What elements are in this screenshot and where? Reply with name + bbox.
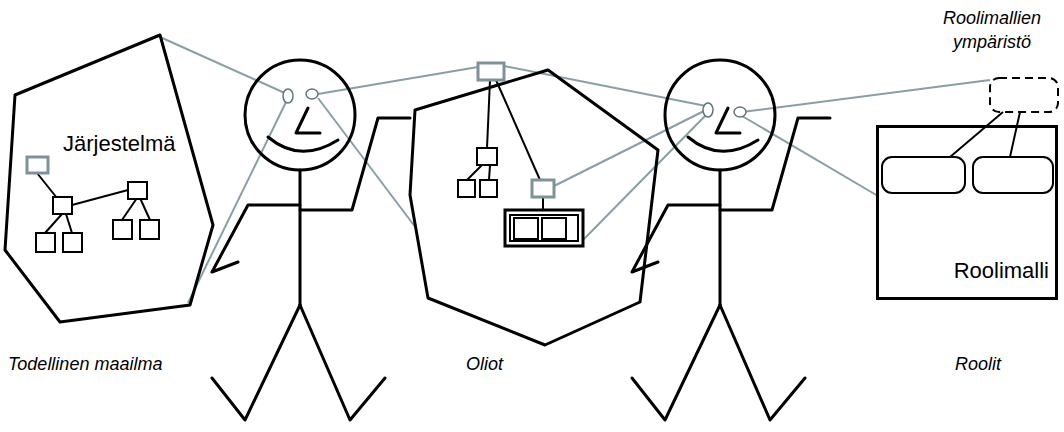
- system-region: Järjestelmä: [3, 33, 218, 325]
- stick-figure-left: [212, 60, 410, 420]
- role-model-structure: [882, 78, 1058, 193]
- node-label: Järjestelmä: [63, 130, 175, 158]
- object-world-outline: [410, 70, 658, 345]
- column-caption: Roolit: [955, 352, 1001, 376]
- column-caption: Oliot: [466, 352, 503, 376]
- eyes: [283, 89, 746, 117]
- region-outline: [3, 33, 218, 325]
- column-caption: Todellinen maailma: [8, 352, 162, 376]
- object-structure: [458, 63, 583, 246]
- sight-lines: [160, 37, 990, 303]
- system-structure: [27, 157, 159, 252]
- role-model-box: Roolimalli: [876, 125, 1058, 300]
- node-label: Roolimalli: [954, 257, 1049, 285]
- stick-figure-right: [632, 60, 830, 420]
- environment-label: Roolimallien ympäristö: [928, 6, 1056, 54]
